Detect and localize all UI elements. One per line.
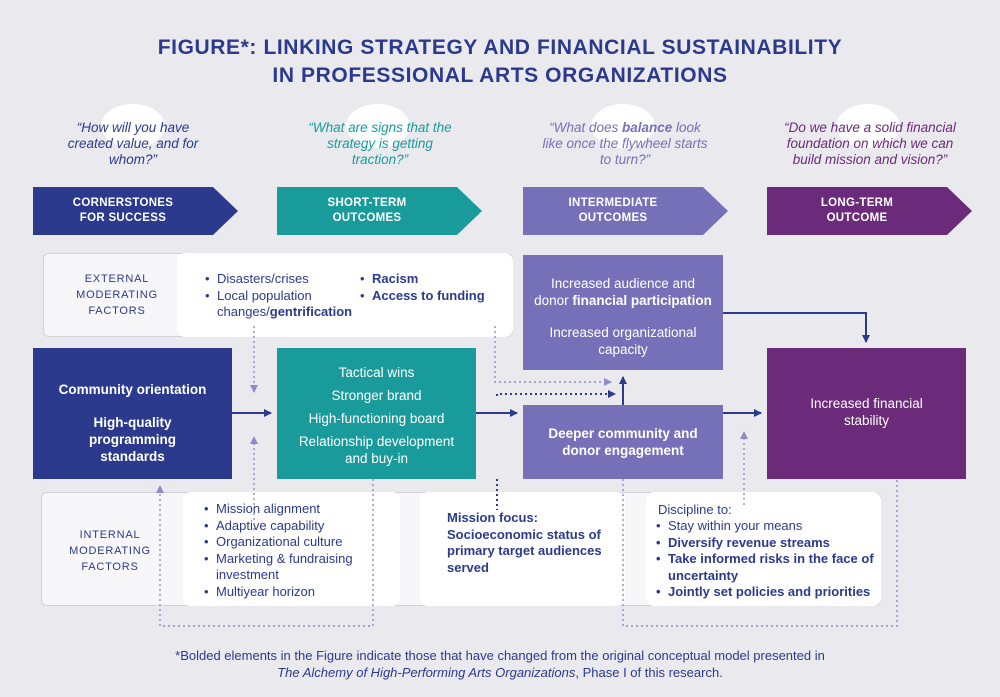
- cornerstones-box: Community orientation High-quality progr…: [33, 348, 232, 479]
- short-term-box: Tactical wins Stronger brand High-functi…: [277, 348, 476, 479]
- list-item: Mission alignment: [204, 501, 394, 518]
- list-item: Stay within your means: [656, 518, 876, 535]
- dotted-feedback-loop: [156, 479, 374, 627]
- discipline-title: Discipline to:: [658, 502, 732, 517]
- figure-title-line1: FIGURE*: LINKING STRATEGY AND FINANCIAL …: [157, 36, 843, 59]
- question-cornerstones: “How will you have created value, and fo…: [67, 120, 199, 167]
- internal-factors-list: Mission alignment Adaptive capability Or…: [204, 501, 394, 600]
- external-factors-list: Disasters/crises Local populationchanges…: [205, 271, 360, 321]
- list-item: Disasters/crises: [205, 271, 360, 288]
- speech-bubble-1: [101, 104, 165, 148]
- arrow-top-to-long-term: [723, 312, 870, 343]
- list-item: Organizational culture: [204, 534, 394, 551]
- list-item: Racism: [360, 271, 510, 288]
- speech-bubble-3: [591, 104, 655, 148]
- intermediate-bottom-box: Deeper community and donor engagement: [523, 405, 723, 479]
- list-item: Multiyear horizon: [204, 584, 394, 601]
- question-short-term: “What are signs that the strategy is get…: [308, 120, 452, 167]
- dotted-arrow-short-term-to-top: [496, 390, 616, 398]
- figure-title-line2: IN PROFESSIONAL ARTS ORGANIZATIONS: [272, 64, 728, 87]
- mission-focus-text: Mission focus: Socioeconomic status of p…: [447, 510, 602, 575]
- list-item: Take informed risks in the face of uncer…: [656, 551, 876, 584]
- footnote-line1: *Bolded elements in the Figure indicate …: [175, 648, 825, 663]
- speech-bubble-4: [836, 104, 900, 148]
- list-item: Jointly set policies and priorities: [656, 584, 876, 601]
- list-item: Adaptive capability: [204, 518, 394, 535]
- dotted-external-to-intermediate: [494, 326, 612, 386]
- internal-factors-box-2: [420, 492, 625, 606]
- question-long-term: “Do we have a solid financial foundation…: [784, 120, 956, 167]
- question-intermediate: “What does balance look like once the fl…: [542, 120, 708, 167]
- discipline-list: Stay within your means Diversify revenue…: [656, 518, 876, 601]
- list-item: Diversify revenue streams: [656, 535, 876, 552]
- list-item: Marketing & fundraising investment: [204, 551, 394, 584]
- footnote-line2: The Alchemy of High-Performing Arts Orga…: [277, 665, 723, 680]
- external-factors-list-bold: Racism Access to funding: [360, 271, 510, 304]
- long-term-box: Increased financial stability: [767, 348, 966, 479]
- speech-bubble-2: [346, 104, 410, 148]
- list-item: Access to funding: [360, 288, 510, 305]
- dotted-feedback-loop-2: [622, 479, 898, 627]
